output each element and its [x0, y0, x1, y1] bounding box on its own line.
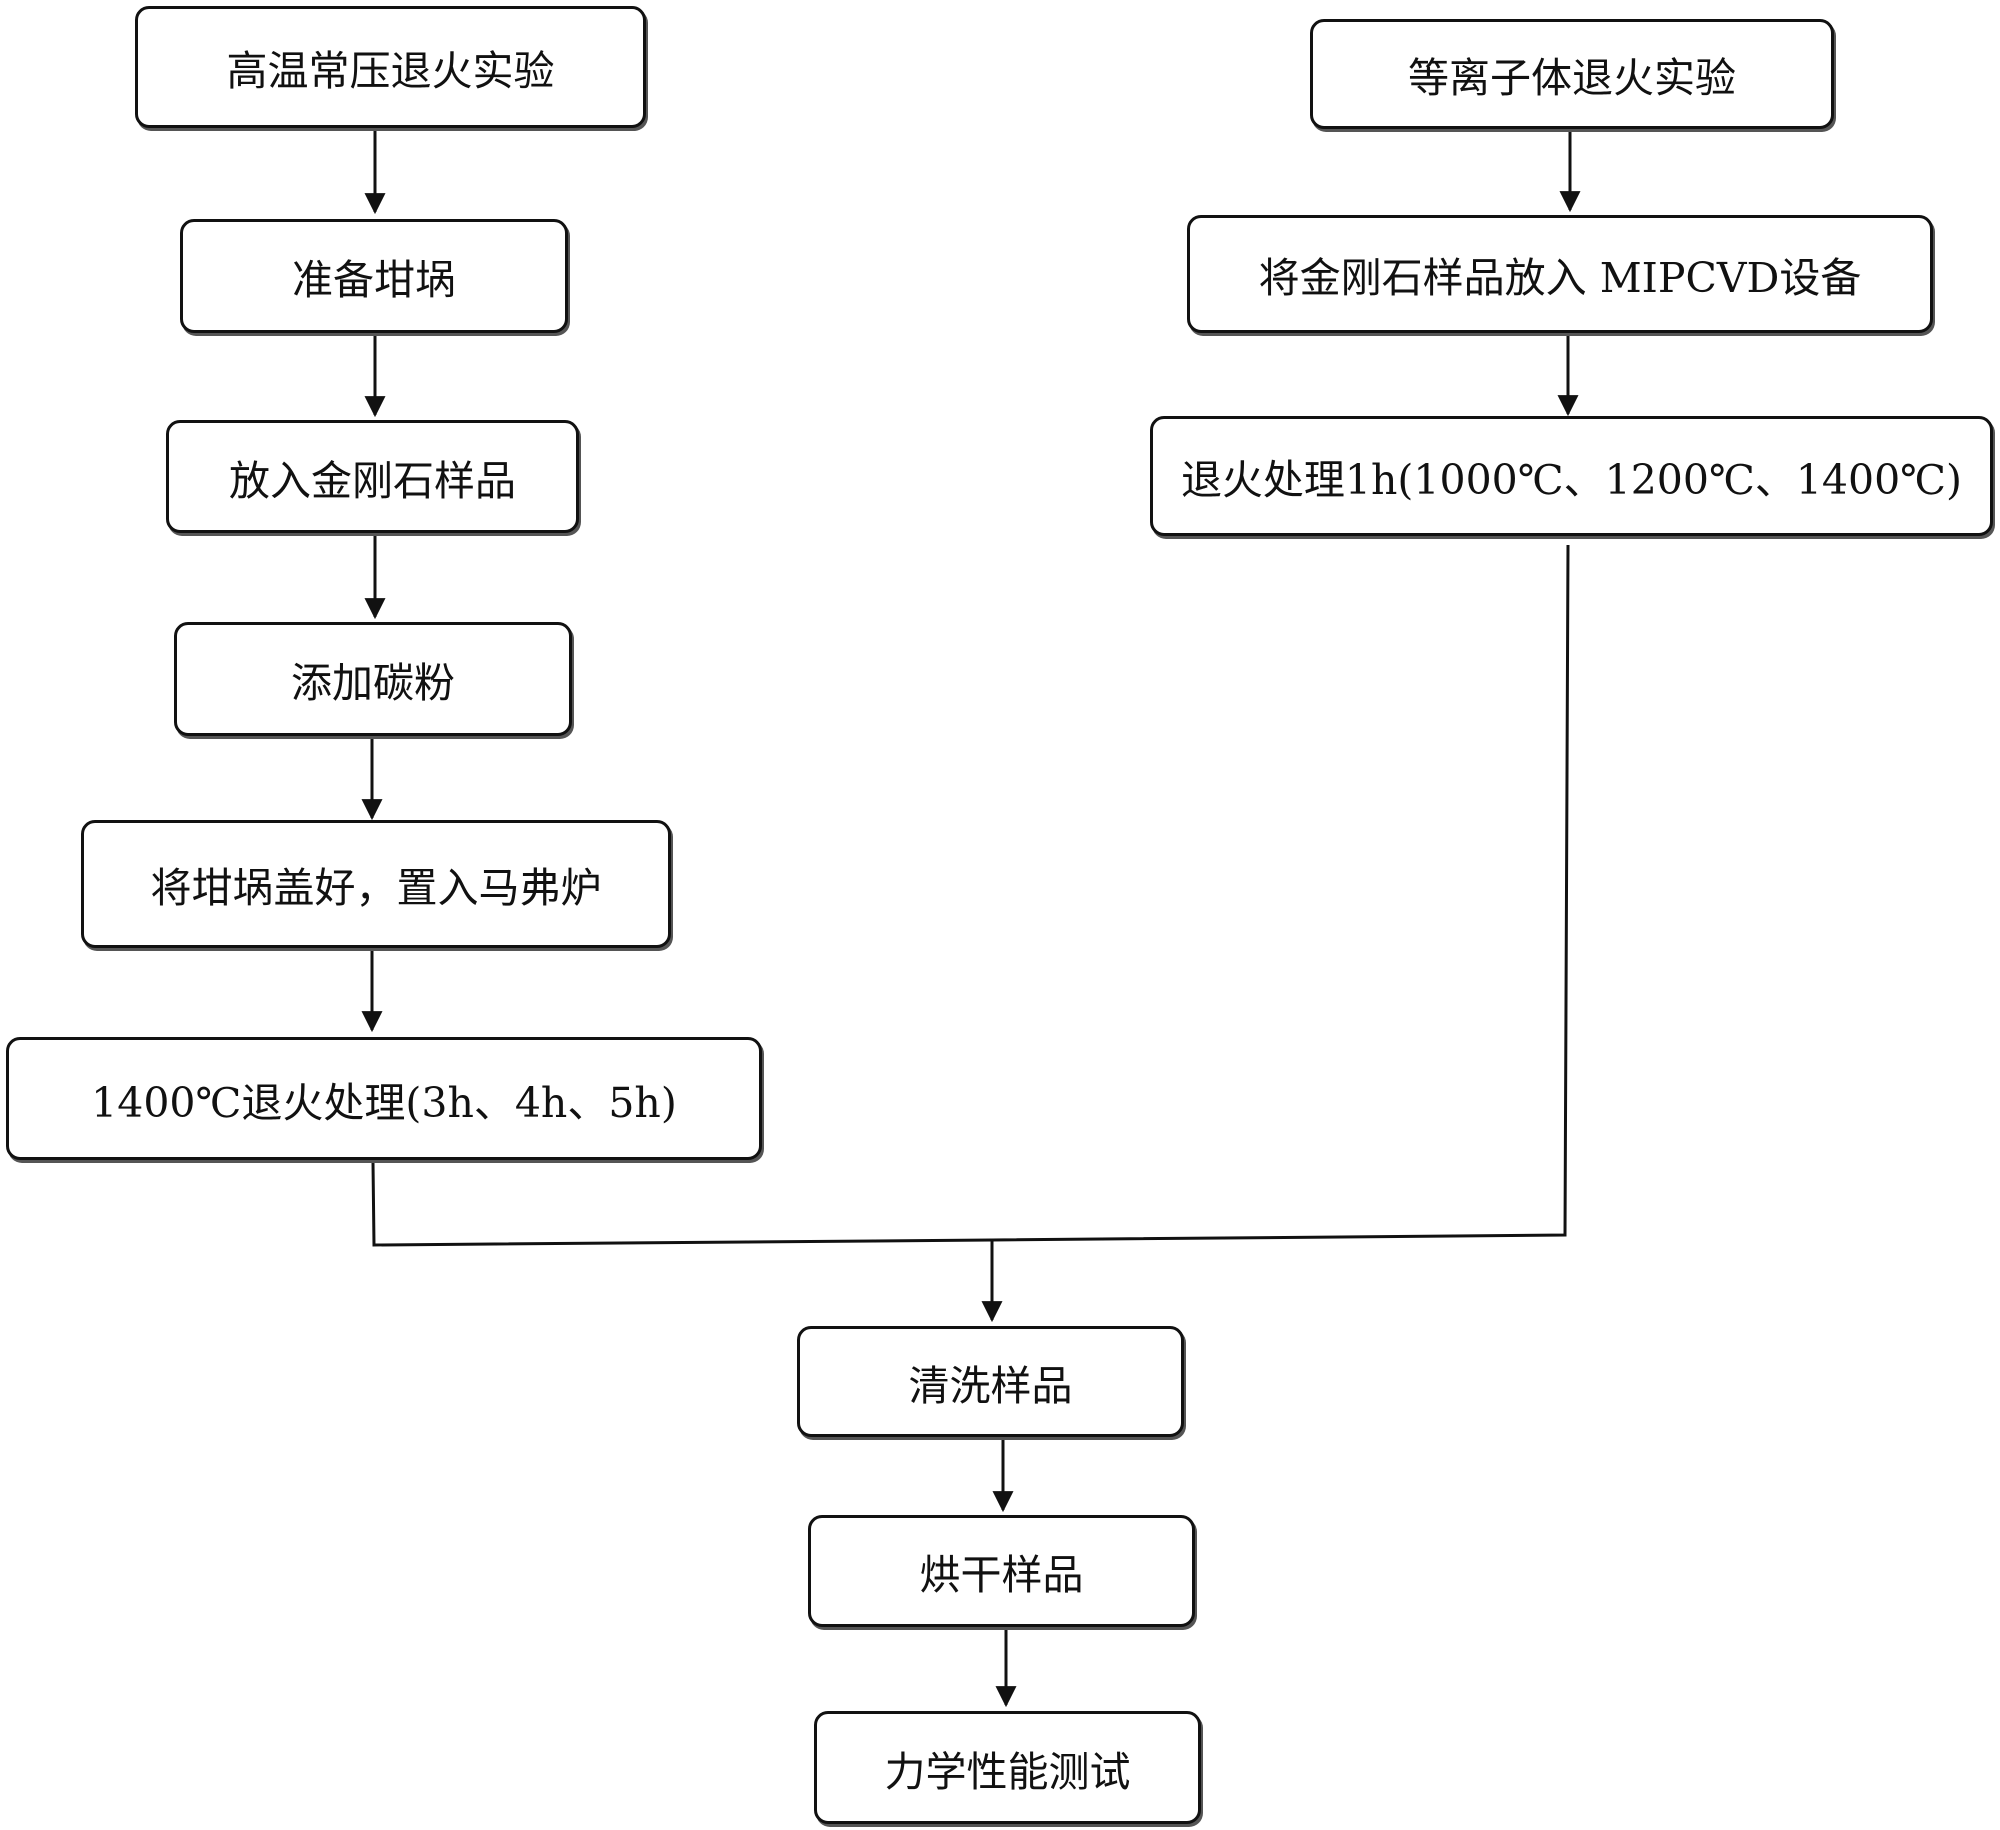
left-step-2-box: 放入金刚石样品 [166, 420, 579, 533]
right-title-box: 等离子体退火实验 [1310, 19, 1834, 129]
left-step-2-label: 放入金刚石样品 [229, 456, 516, 505]
left-step-3-box: 添加碳粉 [174, 622, 572, 736]
merge-line-left [371, 1162, 993, 1247]
left-step-4-box: 将坩埚盖好，置入马弗炉 [81, 820, 671, 948]
left-title-label: 高温常压退火实验 [226, 47, 555, 95]
left-step-1-label: 准备坩埚 [292, 256, 456, 304]
right-step-2-box: 退火处理1h(1000℃、1200℃、1400℃) [1150, 416, 1993, 536]
left-step-5-box: 1400℃退火处理(3h、4h、5h) [6, 1037, 762, 1160]
left-step-5-label: 1400℃退火处理(3h、4h、5h) [91, 1078, 677, 1127]
left-step-4-label: 将坩埚盖好，置入马弗炉 [150, 864, 602, 912]
merged-step-2-box: 烘干样品 [808, 1515, 1195, 1627]
merged-step-1-box: 清洗样品 [797, 1326, 1184, 1437]
right-title-label: 等离子体退火实验 [1408, 54, 1736, 102]
merged-step-3-box: 力学性能测试 [814, 1711, 1201, 1824]
merged-step-2-label: 烘干样品 [919, 1551, 1084, 1599]
left-step-3-label: 添加碳粉 [291, 659, 455, 707]
right-step-1-box: 将金刚石样品放入 MIPCVD设备 [1187, 215, 1933, 333]
merged-step-3-label: 力学性能测试 [884, 1747, 1131, 1796]
right-step-1-label: 将金刚石样品放入 MIPCVD设备 [1258, 254, 1862, 302]
merge-line-right [991, 544, 1570, 1242]
merged-step-1-label: 清洗样品 [908, 1361, 1073, 1410]
left-title-box: 高温常压退火实验 [135, 6, 646, 128]
right-step-2-label: 退火处理1h(1000℃、1200℃、1400℃) [1180, 456, 1963, 504]
left-step-1-box: 准备坩埚 [180, 219, 568, 333]
